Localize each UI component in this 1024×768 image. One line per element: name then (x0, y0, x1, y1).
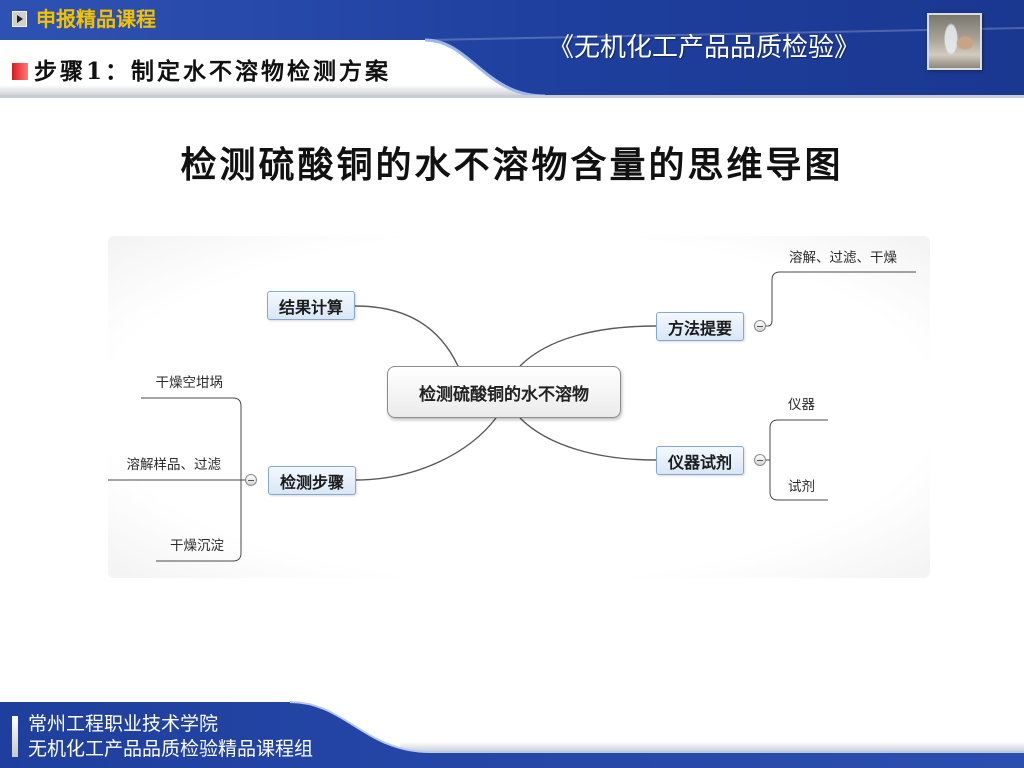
play-icon (12, 11, 27, 27)
header-banner (0, 0, 1024, 98)
branch-node-method: 方法提要 (656, 312, 744, 341)
leaf-reagents: 试剂 (788, 479, 815, 495)
step-title: 步骤1：制定水不溶物检测方案 (34, 58, 392, 85)
banner-divider (0, 95, 1024, 98)
connector-steps-leaf-bottom (156, 480, 242, 562)
course-title: 《无机化工产品品质检验》 (548, 33, 861, 63)
connector-instruments-leaf-top (769, 419, 828, 460)
leaf-step-dry-crucible: 干燥空坩埚 (155, 375, 224, 391)
course-photo (927, 13, 982, 70)
connector-center-to-steps (354, 417, 497, 481)
step-band (0, 40, 545, 96)
branch-node-instruments: 仪器试剂 (656, 446, 744, 475)
footer-grey-strip (400, 742, 1024, 752)
footer-accent-bar (12, 716, 18, 757)
footer-course-group: 无机化工产品品质检验精品课程组 (28, 738, 314, 760)
connector-instruments-leaf-bottom (769, 460, 828, 501)
branch-node-steps: 检测步骤 (268, 466, 356, 495)
connector-steps-leaf-top (141, 397, 245, 481)
banner-swoosh (424, 38, 546, 98)
leaf-method-summary: 溶解、过滤、干燥 (789, 250, 897, 266)
leaf-step-dissolve-filter: 溶解样品、过滤 (126, 457, 222, 473)
page-title: 检测硫酸铜的水不溶物含量的思维导图 (180, 144, 844, 186)
collapse-icon (754, 320, 766, 332)
leaf-instruments: 仪器 (788, 397, 815, 413)
red-square-icon (12, 63, 28, 80)
footer-fill (0, 702, 1024, 768)
mindmap-center-node: 检测硫酸铜的水不溶物 (387, 366, 621, 418)
connector-center-to-method (519, 325, 657, 367)
collapse-icon (754, 454, 766, 466)
footer-banner (0, 701, 1024, 768)
branch-node-result: 结果计算 (267, 291, 355, 320)
collapse-icon (245, 474, 257, 486)
connector-center-to-instruments (519, 417, 657, 461)
leaf-step-dry-precipitate: 干燥沉淀 (170, 538, 224, 554)
course-tag: 申报精品课程 (36, 7, 156, 31)
connector-method-leaf (766, 271, 916, 327)
footer-swoosh (289, 701, 1024, 753)
connector-center-to-result (354, 305, 459, 367)
footer-institution: 常州工程职业技术学院 (28, 713, 219, 735)
